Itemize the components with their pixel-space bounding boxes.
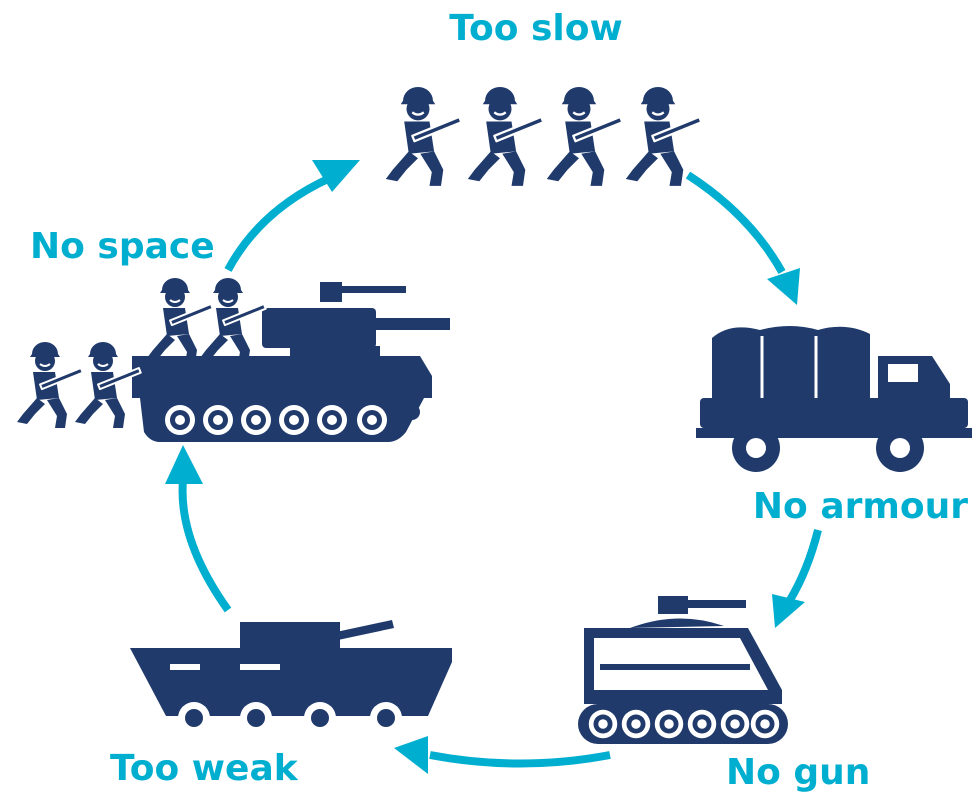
dismounted-soldiers-icon [17,342,142,428]
armoured-personnel-carrier-icon [578,596,788,744]
cargo-truck-icon [696,326,972,472]
label-too-slow: Too slow [449,8,623,49]
label-no-space: No space [30,226,215,267]
wheeled-armoured-vehicle-icon [130,620,452,734]
arrow-nospace-to-tooslow [228,178,330,270]
arrow-tooslow-to-noarmour [688,175,782,272]
arrow-tooweak-to-nospace [183,480,228,610]
infantry-fighting-vehicle-icon [132,278,450,442]
label-no-armour: No armour [753,486,968,527]
arrow-noarmour-to-nogun [790,530,818,600]
infantry-soldiers-icon [386,87,703,186]
arrowhead-nospace [165,445,203,484]
arrowhead-noarmour [767,268,800,305]
arrowhead-tooweak [394,736,428,774]
arrowhead-nogun [772,594,805,628]
label-no-gun: No gun [726,752,870,793]
arrow-nogun-to-tooweak [430,755,610,764]
label-too-weak: Too weak [110,748,299,789]
